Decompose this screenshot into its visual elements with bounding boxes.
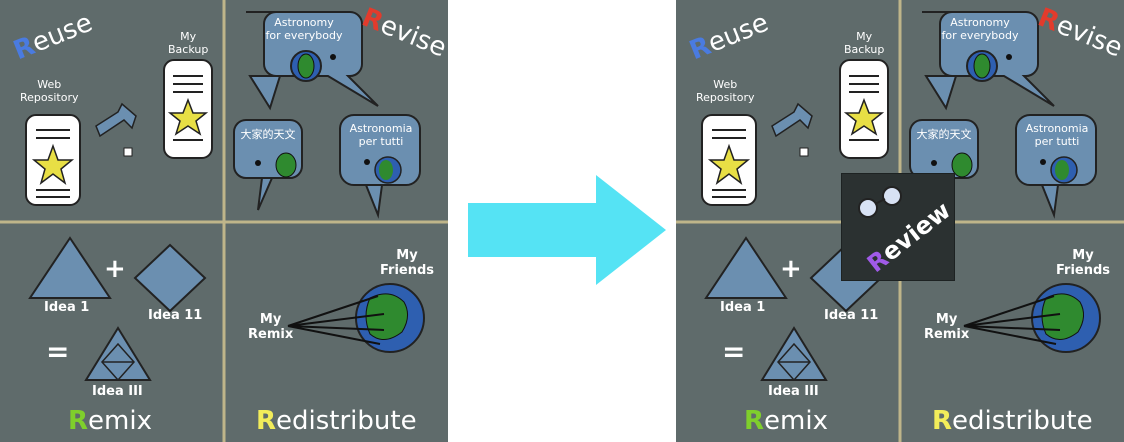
idea-1-label: Idea 1 (720, 300, 766, 315)
globe-icon (290, 50, 336, 82)
globe-icon (963, 283, 1101, 353)
triangle-icon (704, 236, 788, 299)
astronomy-en-label: Astronomy for everybody (265, 16, 343, 42)
triangle-icon (760, 326, 828, 382)
plus-sign: + (104, 254, 126, 284)
web-repository-document-icon (701, 114, 757, 206)
my-remix-label: My Remix (924, 312, 970, 342)
equals-sign: = (46, 335, 70, 368)
backup-document-icon (163, 59, 213, 159)
astronomy-zh-label: 大家的天文 (240, 128, 296, 141)
astronomy-en-label: Astronomy for everybody (941, 16, 1019, 42)
my-backup-label: My Backup (168, 30, 209, 56)
speech-bubble-icon (233, 119, 303, 211)
triangle-icon (28, 236, 112, 299)
my-friends-label: My Friends (380, 248, 435, 278)
astronomy-it-label: Astronomia per tutti (349, 122, 413, 148)
astronomy-it-label: Astronomia per tutti (1025, 122, 1089, 148)
globe-icon (287, 283, 425, 353)
web-repository-document-icon (25, 114, 81, 206)
web-repository-label: Web Repository (20, 78, 79, 104)
idea-2-label: Idea 11 (148, 308, 203, 323)
left-panel-art (0, 0, 448, 442)
right-panel: Reuse Revise Remix Redistribute Web Repo… (676, 0, 1124, 442)
web-repository-label: Web Repository (696, 78, 755, 104)
right-panel-art (676, 0, 1124, 442)
globe-icon (966, 50, 1012, 82)
speech-bubble-icon (339, 114, 421, 219)
idea-1-label: Idea 1 (44, 300, 90, 315)
idea-3-label: Idea III (92, 384, 143, 399)
my-friends-label: My Friends (1056, 248, 1111, 278)
review-overlay: Review (841, 173, 956, 281)
speech-bubble-icon (1015, 114, 1097, 219)
redistribute-title: Redistribute (932, 406, 1093, 436)
equals-sign: = (722, 335, 746, 368)
my-backup-label: My Backup (844, 30, 885, 56)
cursor-arrow-icon (771, 102, 813, 157)
left-panel: Reuse Revise Remix Redistribute Web Repo… (0, 0, 451, 442)
triangle-icon (84, 326, 152, 382)
right-arrow-icon (460, 175, 670, 285)
remix-title: Remix (68, 406, 152, 436)
plus-sign: + (780, 254, 802, 284)
remix-title: Remix (744, 406, 828, 436)
idea-2-label: Idea 11 (824, 308, 879, 323)
cursor-arrow-icon (95, 102, 137, 157)
astronomy-zh-label: 大家的天文 (916, 128, 972, 141)
diamond-icon (133, 243, 207, 313)
redistribute-title: Redistribute (256, 406, 417, 436)
eyes-icon (858, 186, 902, 218)
idea-3-label: Idea III (768, 384, 819, 399)
backup-document-icon (839, 59, 889, 159)
my-remix-label: My Remix (248, 312, 294, 342)
